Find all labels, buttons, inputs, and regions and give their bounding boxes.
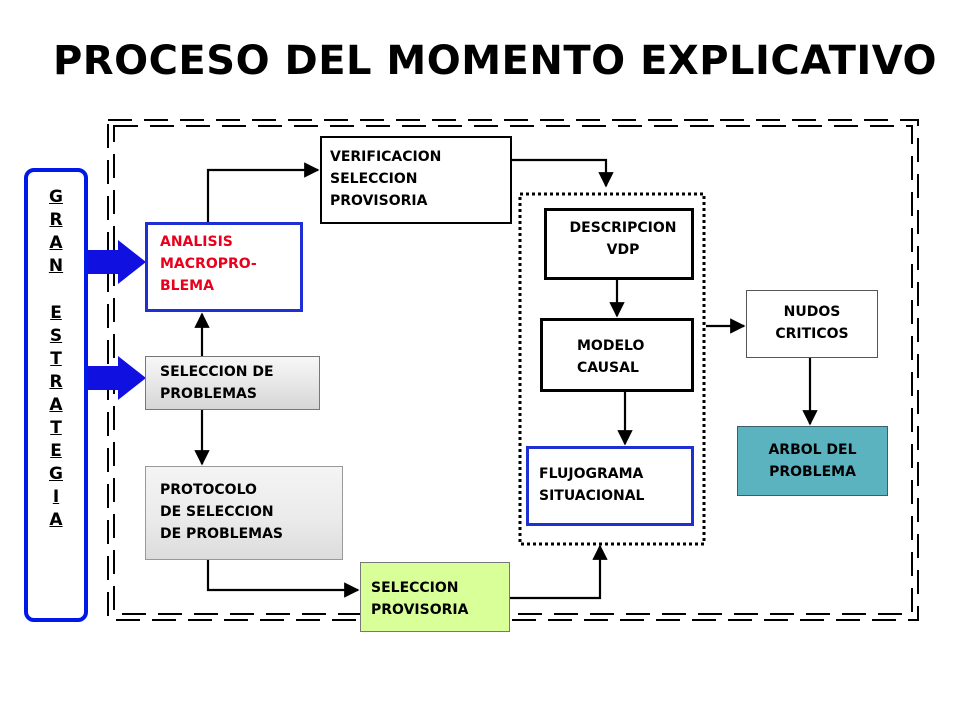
box-descripcion-vdp[interactable]: DESCRIPCION VDP [544, 208, 694, 280]
box-selprov-label: SELECCION PROVISORIA [371, 580, 469, 618]
box-verificacion-label: VERIFICACION SELECCION PROVISORIA [330, 149, 442, 209]
side-letter: G [49, 464, 63, 484]
side-letter: E [50, 441, 62, 461]
box-verificacion[interactable]: VERIFICACION SELECCION PROVISORIA [320, 136, 512, 224]
arrow-verificacion-descripcion [512, 158, 614, 188]
box-analisis-macroproblema[interactable]: ANALISIS MACROPRO- BLEMA [145, 222, 303, 312]
side-letter: I [52, 487, 60, 507]
side-letter: A [49, 510, 63, 530]
box-arbol-problema[interactable]: ARBOL DEL PROBLEMA [737, 426, 888, 496]
side-letter: R [49, 210, 63, 230]
side-letter: A [49, 233, 63, 253]
side-letter: S [49, 326, 63, 346]
arrow-analisis-verificacion [206, 162, 320, 222]
box-protocolo[interactable]: PROTOCOLO DE SELECCION DE PROBLEMAS [145, 466, 343, 560]
box-protocolo-label: PROTOCOLO DE SELECCION DE PROBLEMAS [160, 482, 284, 542]
side-letter: T [50, 418, 62, 438]
box-modelo-label: MODELO CAUSAL [577, 338, 645, 376]
box-flujograma[interactable]: FLUJOGRAMA SITUACIONAL [526, 446, 694, 526]
box-descripcion-label: DESCRIPCION VDP [569, 220, 677, 258]
box-modelo-causal[interactable]: MODELO CAUSAL [540, 318, 694, 392]
box-seleccion-provisoria[interactable]: SELECCION PROVISORIA [360, 562, 510, 632]
box-nudos-criticos[interactable]: NUDOS CRITICOS [746, 290, 878, 358]
arrow-protocolo-selprov [206, 560, 360, 598]
arrow-selprov-flujograma [510, 544, 608, 600]
side-letter: N [48, 256, 64, 276]
side-letter: A [49, 395, 63, 415]
blue-arrow-analisis [88, 240, 146, 284]
box-nudos-label: NUDOS CRITICOS [775, 304, 849, 342]
side-letter: E [50, 303, 62, 323]
blue-arrow-seleccion [88, 356, 146, 400]
side-letter: T [50, 349, 62, 369]
box-flujograma-label: FLUJOGRAMA SITUACIONAL [539, 466, 645, 504]
page-title: PROCESO DEL MOMENTO EXPLICATIVO [52, 38, 938, 84]
box-seleccion-problemas[interactable]: SELECCION DE PROBLEMAS [145, 356, 320, 410]
dotted-group-frame [518, 192, 706, 546]
box-analisis-label: ANALISIS MACROPRO- BLEMA [160, 234, 257, 294]
box-seleccion-label: SELECCION DE PROBLEMAS [160, 364, 274, 402]
side-letter: R [49, 372, 63, 392]
box-arbol-label: ARBOL DEL PROBLEMA [768, 442, 857, 480]
side-letter: G [49, 187, 63, 207]
